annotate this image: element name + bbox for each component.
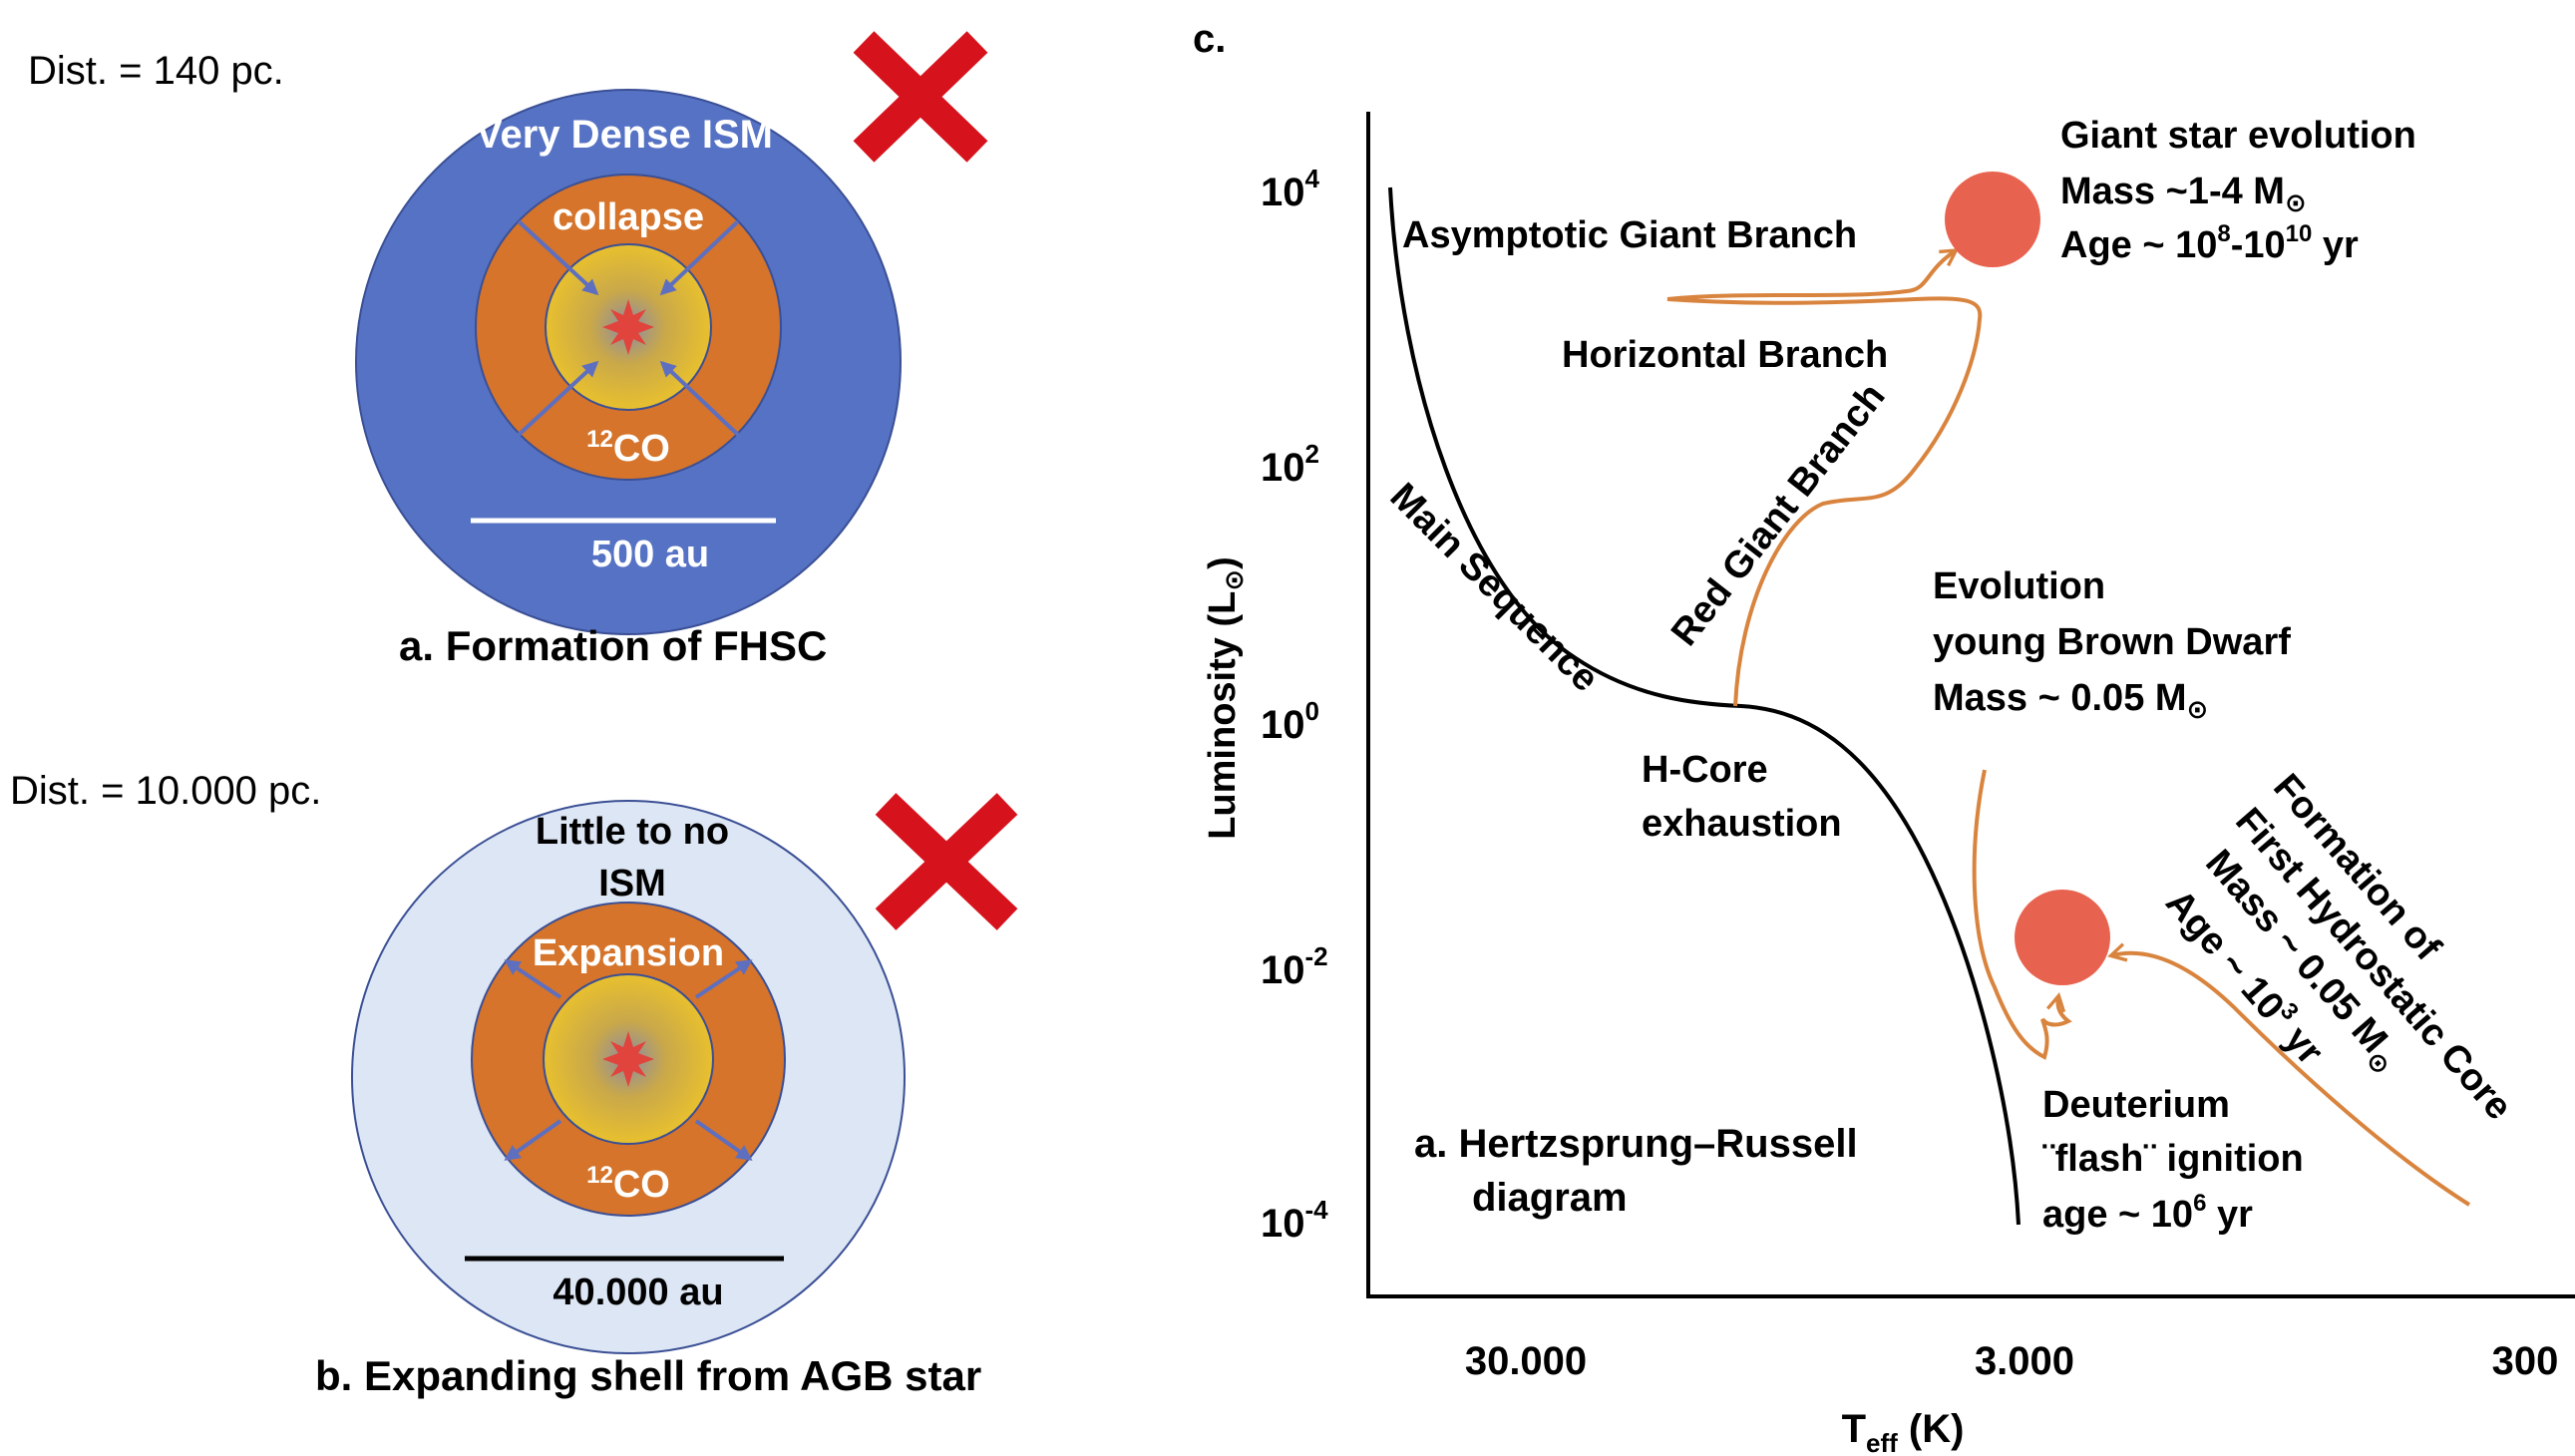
red-giant-track	[1666, 251, 1983, 707]
x-tick-label: 3.000	[1975, 1339, 2074, 1383]
panel-a-medium-label: Very Dense ISM	[476, 113, 773, 157]
y-tick-label: 100	[1261, 696, 1319, 747]
h-core-label-line2: exhaustion	[1642, 803, 1842, 845]
fhsc-formation-arrow	[2112, 953, 2471, 1207]
panel-a-star-icon	[602, 299, 654, 355]
deuterium-label-line2: ¨flash¨ ignition	[2042, 1138, 2304, 1180]
brown-dwarf-label-line1: Evolution	[1933, 565, 2105, 607]
brown-dwarf-label-line3: Mass ~ 0.05 M⊙	[1933, 677, 2208, 724]
panel-b-medium-line2: ISM	[598, 863, 666, 905]
panel-b-scale-label: 40.000 au	[552, 1272, 723, 1313]
horizontal-branch-label: Horizontal Branch	[1562, 334, 1888, 376]
panel-b-molecule-label: 12CO	[586, 1162, 670, 1206]
panel-a-inward-arrows	[517, 219, 740, 437]
panel-b-medium-line1: Little to no	[536, 811, 729, 853]
brown-dwarf-marker	[2015, 890, 2110, 985]
panel-a-motion-label: collapse	[552, 196, 704, 238]
x-axis-label: Teff (K)	[1842, 1407, 1965, 1456]
panel-a-scale-label: 500 au	[591, 534, 709, 575]
panel-a-caption: a. Formation of FHSC	[399, 622, 827, 669]
y-axis-label: Luminosity (L⊙)	[1202, 556, 1249, 840]
deuterium-label-line1: Deuterium	[2042, 1084, 2230, 1126]
y-tick-label: 10-4	[1261, 1195, 1328, 1246]
panel-a-distance: Dist. = 140 pc.	[28, 49, 284, 93]
giant-label-line3: Age ~ 108-1010 yr	[2060, 220, 2359, 266]
y-tick-label: 102	[1261, 439, 1319, 490]
hr-title-line2: diagram	[1472, 1176, 1628, 1220]
panel-a-molecule-label: 12CO	[586, 426, 670, 470]
h-core-label-line1: H-Core	[1642, 749, 1768, 791]
panel-b: Dist. = 10.000 pc. Little to no ISM Expa…	[10, 769, 1018, 1399]
panel-b-caption: b. Expanding shell from AGB star	[315, 1352, 981, 1399]
panel-c-letter: c.	[1193, 17, 1226, 61]
x-tick-label: 30.000	[1465, 1339, 1587, 1383]
main-sequence-track	[1388, 186, 2021, 1226]
panel-a-cross-icon	[853, 31, 988, 163]
x-tick-label: 300	[2492, 1339, 2559, 1383]
deuterium-label-line3: age ~ 106 yr	[2042, 1190, 2253, 1236]
main-sequence-label: Main Sequence	[1382, 476, 1607, 700]
giant-star-marker	[1945, 172, 2040, 267]
y-tick-label: 10-2	[1261, 941, 1328, 992]
panel-c: c. 104 102 100 10-2 10-4 Luminosity (L⊙)…	[1193, 17, 2575, 1456]
panel-b-motion-label: Expansion	[533, 932, 724, 974]
panel-b-star-icon	[602, 1031, 654, 1087]
brown-dwarf-track	[1972, 769, 2072, 1060]
agb-label: Asymptotic Giant Branch	[1402, 214, 1857, 256]
hr-title-line1: a. Hertzsprung–Russell	[1414, 1122, 1858, 1166]
panel-b-cross-icon	[875, 793, 1018, 930]
panel-a: Dist. = 140 pc. Very Dense ISM collapse …	[28, 31, 988, 669]
red-giant-branch-label: Red Giant Branch	[1663, 376, 1894, 654]
y-tick-label: 104	[1261, 164, 1320, 214]
brown-dwarf-label-line2: young Brown Dwarf	[1933, 621, 2291, 663]
panel-b-outward-arrows	[504, 959, 753, 1161]
giant-label-line1: Giant star evolution	[2060, 115, 2416, 157]
giant-label-line2: Mass ~1-4 M⊙	[2060, 171, 2307, 217]
panel-b-distance: Dist. = 10.000 pc.	[10, 769, 321, 813]
